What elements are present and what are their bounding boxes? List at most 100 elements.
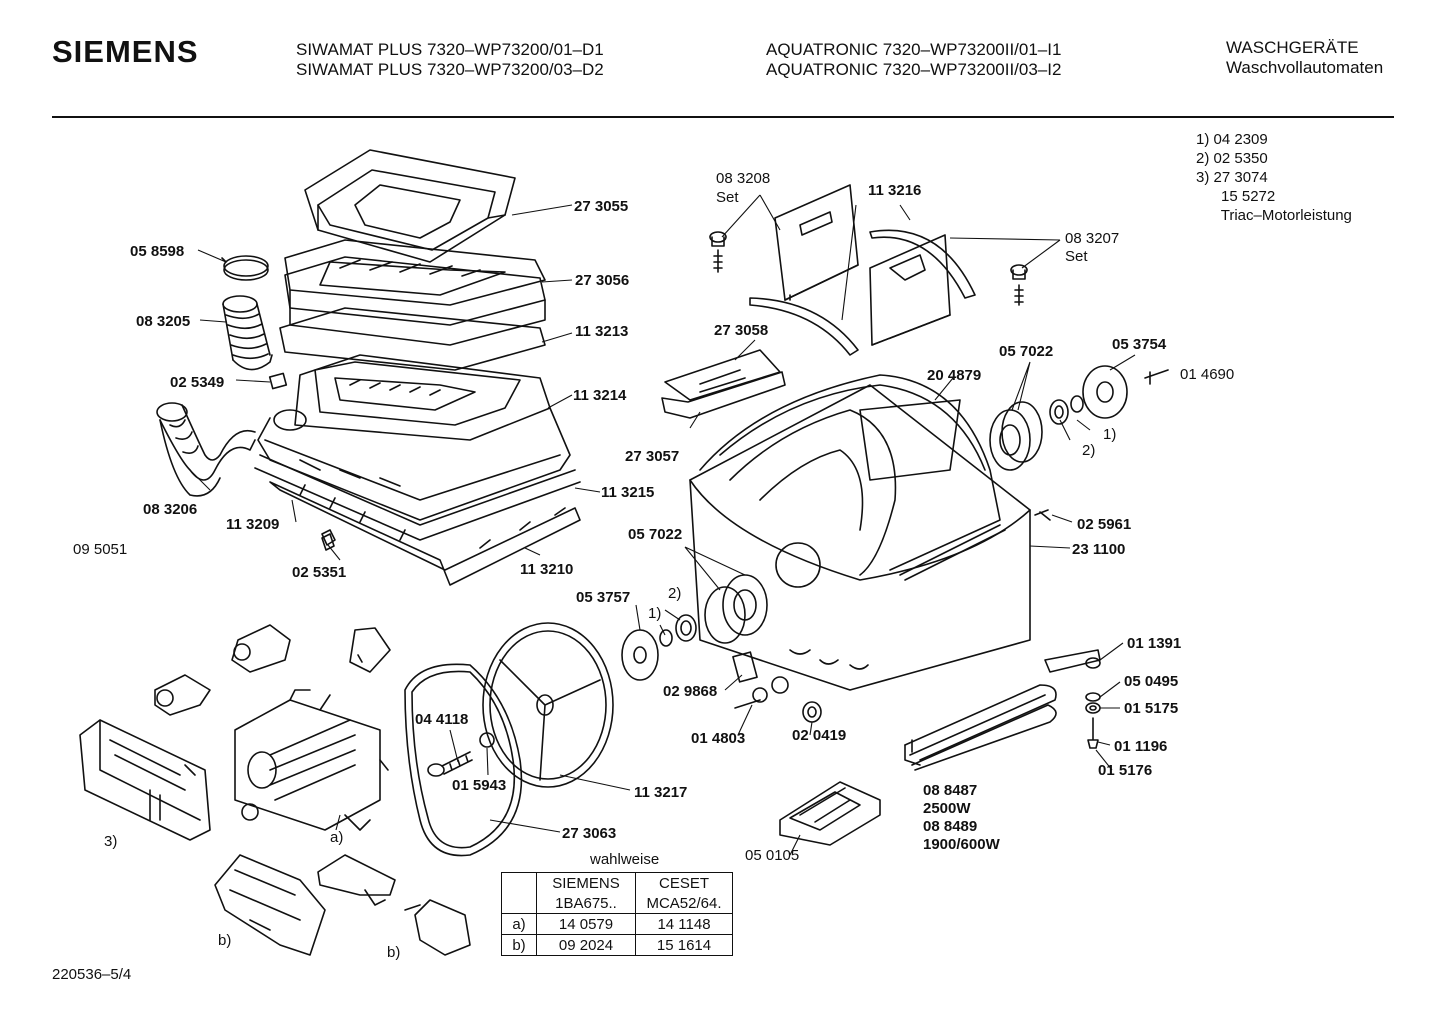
model-line-2: SIWAMAT PLUS 7320–WP73200/03–D2 xyxy=(296,60,604,79)
label-footnote-1a: 1) xyxy=(1103,426,1117,443)
pulley-part xyxy=(482,622,614,788)
label-02-5351: 02 5351 xyxy=(292,564,347,581)
options-corner xyxy=(501,872,537,914)
label-11-3209: 11 3209 xyxy=(226,516,280,533)
options-caption: wahlweise xyxy=(590,851,660,868)
brush-holder-right xyxy=(317,854,471,956)
label-09-5051: 09 5051 xyxy=(73,541,128,558)
model-line-4: AQUATRONIC 7320–WP73200II/03–I2 xyxy=(766,60,1062,79)
label-01-4803: 01 4803 xyxy=(691,730,746,747)
model-line-3: AQUATRONIC 7320–WP73200II/01–I1 xyxy=(766,40,1062,59)
note-2: 2) 02 5350 xyxy=(1196,150,1268,167)
label-27-3063: 27 3063 xyxy=(562,825,617,842)
label-08-3206: 08 3206 xyxy=(143,501,198,518)
options-header-row-1: SIEMENS CESET xyxy=(501,872,733,914)
label-footnote-b-1: b) xyxy=(218,932,232,949)
label-01-4690: 01 4690 xyxy=(1180,366,1235,383)
clip-part xyxy=(321,533,335,551)
flap-part-left xyxy=(749,184,859,356)
options-head-ceset: CESET xyxy=(635,872,733,893)
detergent-tray-part xyxy=(304,149,516,263)
category-title: WASCHGERÄTE xyxy=(1226,38,1359,57)
header-rule xyxy=(52,116,1394,118)
label-2500w: 2500W xyxy=(923,800,971,817)
sensor-part xyxy=(732,651,822,723)
label-11-3210: 11 3210 xyxy=(520,561,574,578)
label-05-8598: 05 8598 xyxy=(130,243,185,260)
note-5: Triac–Motorleistung xyxy=(1196,207,1352,224)
motor-control-module xyxy=(79,719,211,841)
label-11-3215: 11 3215 xyxy=(601,484,655,501)
options-head-ceset-type: MCA52/64. xyxy=(635,893,733,914)
note-3: 3) 27 3074 xyxy=(1196,169,1268,186)
label-04-4118: 04 4118 xyxy=(415,711,469,728)
label-08-3208: 08 3208 xyxy=(716,170,771,187)
label-footnote-2a: 2) xyxy=(1082,442,1096,459)
drum-tub-part xyxy=(689,374,1031,691)
label-01-1196: 01 1196 xyxy=(1114,738,1168,755)
bellows-hose-part xyxy=(222,295,273,371)
label-set-2: Set xyxy=(1065,248,1088,265)
label-1900-600w: 1900/600W xyxy=(923,836,1000,853)
bolt-part xyxy=(427,732,495,777)
label-05-3757: 05 3757 xyxy=(576,589,631,606)
label-02-5961: 02 5961 xyxy=(1077,516,1132,533)
label-set-1: Set xyxy=(716,189,739,206)
foot-pad-part xyxy=(779,781,881,846)
label-01-5943: 01 5943 xyxy=(452,777,507,794)
label-footnote-a: a) xyxy=(330,829,344,846)
label-08-3205: 08 3205 xyxy=(136,313,191,330)
options-row-b-key: b) xyxy=(501,934,537,956)
heater-element-part xyxy=(904,649,1101,771)
label-11-3216: 11 3216 xyxy=(868,182,922,199)
table-row: a) 14 0579 14 1148 xyxy=(501,913,733,935)
label-11-3217: 11 3217 xyxy=(634,784,688,801)
note-1: 1) 04 2309 xyxy=(1196,131,1268,148)
flap-part-right xyxy=(869,229,976,346)
model-line-1: SIWAMAT PLUS 7320–WP73200/01–D1 xyxy=(296,40,604,59)
label-footnote-3: 3) xyxy=(104,833,118,850)
options-header-row-2: 1BA675.. MCA52/64. xyxy=(502,893,733,914)
label-27-3057: 27 3057 xyxy=(625,448,680,465)
label-05-3754: 05 3754 xyxy=(1112,336,1167,353)
capacitor-part xyxy=(154,624,391,716)
label-05-0105: 05 0105 xyxy=(745,847,800,864)
bearing-flange-right xyxy=(989,365,1169,471)
category-subtitle: Waschvollautomaten xyxy=(1226,58,1384,77)
label-27-3056: 27 3056 xyxy=(575,272,630,289)
screw-set-left xyxy=(709,231,727,273)
label-01-5175: 01 5175 xyxy=(1124,700,1179,717)
label-footnote-2b: 2) xyxy=(668,585,682,602)
options-row-b-ceset: 15 1614 xyxy=(635,934,733,956)
label-23-1100: 23 1100 xyxy=(1072,541,1126,558)
front-panel-part xyxy=(254,354,581,541)
label-02-9868: 02 9868 xyxy=(663,683,718,700)
screw-set-right xyxy=(1010,264,1028,306)
hose-clamp-part xyxy=(221,255,269,281)
bearing-flange-left xyxy=(621,574,768,681)
label-27-3055: 27 3055 xyxy=(574,198,629,215)
label-footnote-1b: 1) xyxy=(648,605,662,622)
label-05-7022-a: 05 7022 xyxy=(999,343,1054,360)
label-27-3058: 27 3058 xyxy=(714,322,769,339)
options-row-a-siemens: 14 0579 xyxy=(536,913,636,935)
label-08-3207: 08 3207 xyxy=(1065,230,1120,247)
label-11-3214: 11 3214 xyxy=(573,387,627,404)
drive-belt-part xyxy=(404,663,523,857)
options-row-a-key: a) xyxy=(501,913,537,935)
label-08-8489: 08 8489 xyxy=(923,818,978,835)
gasket-frame-part xyxy=(279,239,546,371)
label-02-0419: 02 0419 xyxy=(792,727,847,744)
label-20-4879: 20 4879 xyxy=(927,367,982,384)
drawing-number: 220536–5/4 xyxy=(52,966,132,983)
label-02-5349: 02 5349 xyxy=(170,374,225,391)
drain-hose-part xyxy=(156,402,256,497)
note-4: 15 5272 xyxy=(1196,188,1276,205)
label-08-8487: 08 8487 xyxy=(923,782,978,799)
label-01-1391: 01 1391 xyxy=(1127,635,1182,652)
brand-logo: SIEMENS xyxy=(52,34,199,69)
options-head-siemens-type: 1BA675.. xyxy=(536,893,636,914)
label-11-3213: 11 3213 xyxy=(575,323,629,340)
options-row-b-siemens: 09 2024 xyxy=(536,934,636,956)
